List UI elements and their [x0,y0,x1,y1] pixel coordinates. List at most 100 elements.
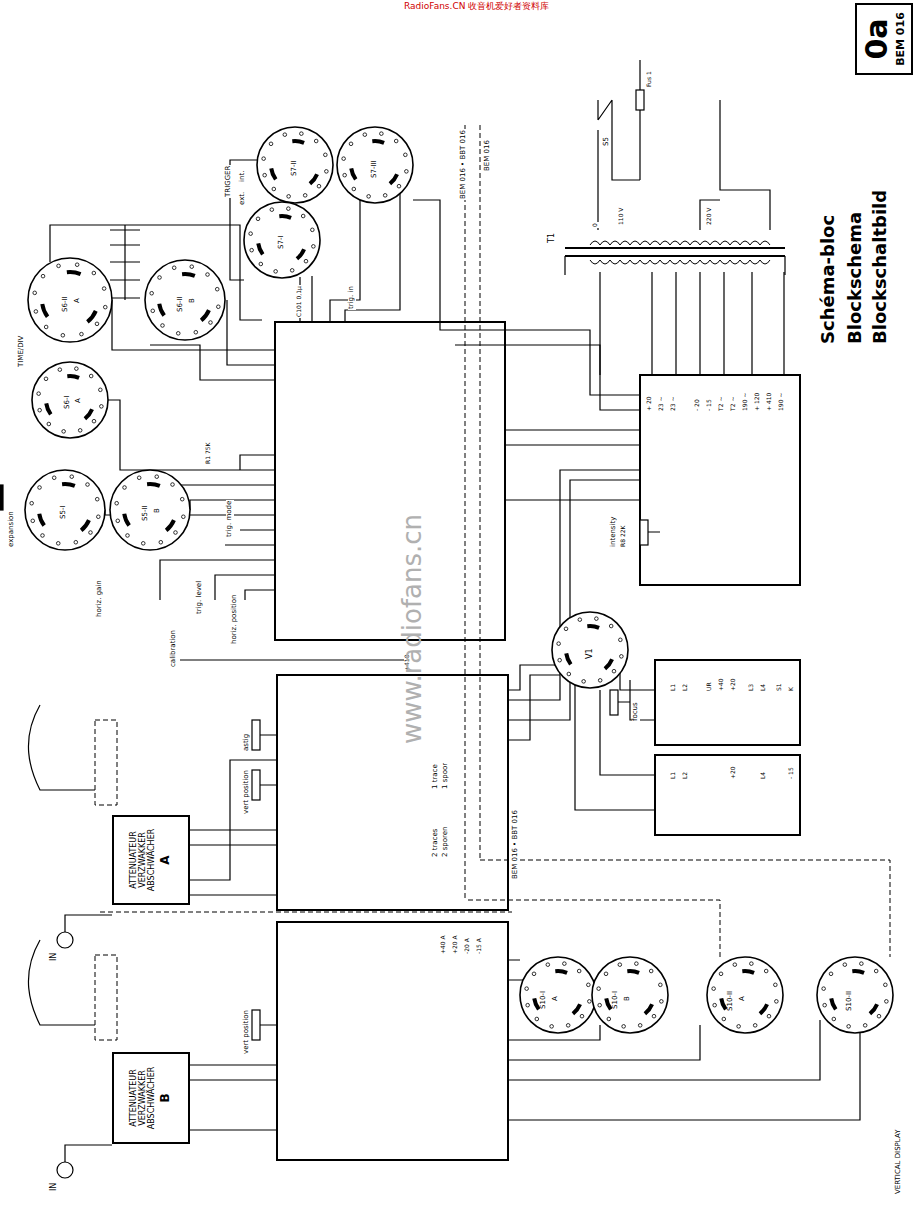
switch-contact [343,173,347,177]
component-symbol [57,932,73,948]
switch-contact [80,332,84,336]
switch-contact [33,291,37,295]
schematic-label: ext. [239,191,247,206]
switch-contact [597,987,601,991]
watermark: www.radiofans.cn [398,513,427,745]
schematic-label: - 15 [706,398,713,412]
schematic-label: VERTICAL DISPLAY [895,1129,903,1195]
switch-contact [75,263,79,267]
schematic-label: Fus 1 [646,70,653,88]
switch-contact [89,374,93,378]
switch-contact [102,287,106,291]
schematic-label: S10-I [612,990,620,1010]
schematic-label: S6-II [62,295,70,313]
switch-contact [259,262,263,266]
switch-contact [885,1000,889,1004]
switch-contact [70,475,74,479]
schematic-label: focus [632,701,640,722]
switch-contact [367,195,371,199]
switch-contact [150,291,154,295]
schematic-label: L4 [760,771,767,780]
switch-contact [151,309,155,313]
switch-contact [159,540,163,544]
board-outline [275,322,800,1160]
switch-contact [116,519,120,523]
board-outline [655,755,800,835]
transformer [565,241,785,264]
switch-contact [95,322,99,326]
shielded-cable [95,720,117,805]
schematic-label: R1 75K [205,442,212,465]
switch-contact [546,963,550,967]
schematic-label: 220 V [706,207,713,226]
schematic-label: +20 [730,765,737,780]
switch-contact [712,987,716,991]
switch-contact [363,133,367,137]
switch-rotor [573,1004,580,1013]
schematic-label: S10-II [846,990,854,1012]
switch-contact [847,1025,851,1029]
switch-contact [383,194,387,198]
switch-contact [317,184,321,188]
diagram-title: Schéma-bloc [818,214,838,345]
switch-contact [713,1003,717,1007]
switch-rotor [201,310,209,320]
schematic-label: UR [706,681,713,692]
attenuator-box: ATTENUATEUR VERZWAKKER ABSCHWÄCHERB [112,1052,190,1144]
switch-contact [47,422,51,426]
wafer-switch [337,127,413,203]
schematic-label: BEM 016 [484,139,492,172]
switch-contact [217,305,221,309]
wafer-switch [707,957,783,1033]
switch-rotor [742,971,754,973]
schematic-label: 110 V [618,207,625,226]
schematic-label: S5 [603,136,611,147]
wire [565,256,785,275]
switch-contact [172,266,176,270]
switch-rotor [390,174,397,183]
switch-contact [303,194,307,198]
switch-contact [38,408,42,412]
schematic-label: horiz. position [231,594,239,645]
component-symbol [640,520,648,545]
switch-rotor [760,1004,767,1013]
switch-contact [41,534,45,538]
switch-contact [272,187,276,191]
switch-contact [598,1003,602,1007]
wafer-switch [244,202,320,278]
wire [190,760,277,1130]
schematic-label: T2 ~ [718,396,725,412]
switch-contact [215,287,219,291]
switch-contact [287,195,291,199]
schematic-label: IN [50,952,59,962]
switch-contact [249,232,253,236]
switch-contact [638,1024,642,1028]
switch-contact [58,368,62,372]
switch-contact [535,1017,539,1021]
component-symbol [636,90,644,110]
switch-contact [44,377,48,381]
schematic-label: vert position [243,1009,251,1055]
switch-contact [775,1000,779,1004]
switch-contact [287,207,291,211]
board-outline [277,675,508,910]
switch-contact [92,271,96,275]
shielded-cable [95,955,117,1040]
schematic-label: +40 [718,677,725,692]
switch-contact [843,963,847,967]
switch-rotor [310,174,317,183]
schematic-label: calibration [170,629,178,668]
box-subtitle: B [159,1093,172,1102]
wafer-switch [520,957,596,1033]
switch-rotor [587,626,599,628]
switch-contact [324,153,328,157]
switch-contact [137,476,141,480]
schematic-label: BEM 016 • BBT 016 [512,809,520,880]
switch-contact [262,157,266,161]
switch-rotor [870,1004,877,1013]
switch-contact [612,669,616,673]
schematic-label: A [739,995,747,1002]
wire [508,665,560,740]
switch-contact [57,264,61,268]
switch-contact [607,1017,611,1021]
